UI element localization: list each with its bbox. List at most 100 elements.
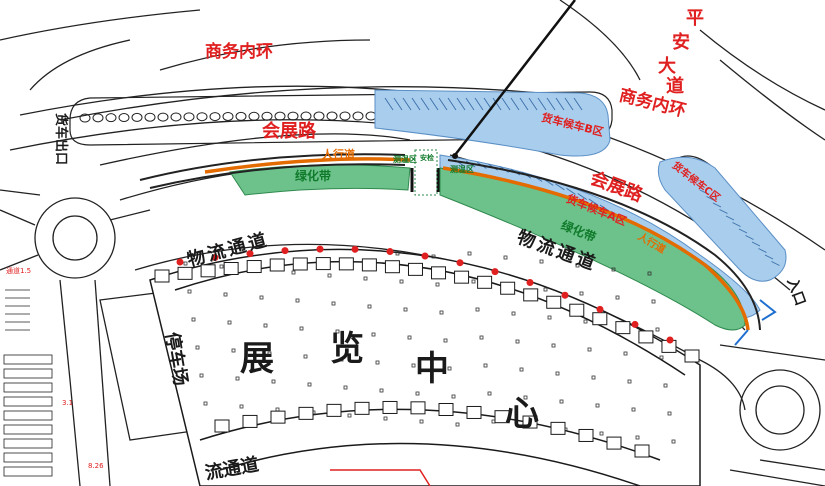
grid-mark bbox=[375, 360, 380, 365]
gate-bars bbox=[410, 168, 440, 192]
sidewalk-left-label: 人行道 bbox=[322, 147, 355, 161]
gate-marker bbox=[526, 279, 534, 287]
parking-spot bbox=[222, 111, 234, 121]
parking-row bbox=[3, 438, 53, 449]
parking-spot bbox=[261, 111, 273, 121]
green-belt-left-label: 绿化带 bbox=[295, 168, 331, 183]
parking-spot bbox=[287, 111, 299, 121]
grid-mark bbox=[339, 357, 344, 362]
grid-mark bbox=[411, 363, 416, 368]
sidewalk-lines bbox=[139, 153, 761, 331]
building-module bbox=[315, 257, 331, 271]
grid-mark bbox=[543, 287, 548, 292]
test-area-box bbox=[414, 149, 438, 196]
hatch-line bbox=[447, 97, 457, 111]
entry-arrows bbox=[734, 299, 777, 346]
parking-spot bbox=[183, 112, 195, 122]
grid-mark bbox=[371, 332, 376, 337]
gate-marker bbox=[281, 247, 289, 255]
grid-mark bbox=[551, 343, 556, 348]
building-module bbox=[684, 349, 700, 363]
hatch-line bbox=[510, 97, 520, 111]
hatch-line bbox=[474, 97, 484, 111]
grid-mark bbox=[327, 273, 332, 278]
grid-mark bbox=[227, 320, 232, 325]
parking-spot bbox=[300, 111, 312, 121]
grid-mark bbox=[363, 276, 368, 281]
grid-mark bbox=[519, 367, 524, 372]
grid-mark bbox=[347, 413, 352, 418]
building-module bbox=[466, 405, 482, 419]
gate-marker bbox=[456, 259, 464, 267]
parking-row bbox=[3, 424, 53, 435]
grid-mark bbox=[439, 310, 444, 315]
parking-spot bbox=[339, 111, 351, 121]
grid-mark bbox=[367, 304, 372, 309]
gate-marker bbox=[421, 252, 429, 260]
building-module bbox=[438, 402, 454, 416]
grid-mark bbox=[231, 348, 236, 353]
gate-marker bbox=[596, 305, 604, 313]
bottom-red-outline bbox=[330, 469, 431, 486]
building-module bbox=[615, 321, 631, 335]
grid-mark bbox=[503, 255, 508, 260]
grid-mark bbox=[663, 383, 668, 388]
hatch-line bbox=[402, 97, 412, 111]
parking-spot bbox=[248, 111, 260, 121]
grid-mark bbox=[335, 329, 340, 334]
parking-spot bbox=[274, 111, 286, 121]
building-module bbox=[477, 275, 493, 289]
grid-mark bbox=[583, 319, 588, 324]
gate-marker bbox=[351, 245, 359, 253]
building-module bbox=[638, 330, 654, 344]
grid-mark bbox=[407, 335, 412, 340]
hatch-line bbox=[555, 183, 565, 191]
gate-marker bbox=[631, 320, 639, 328]
parking-spot bbox=[326, 111, 338, 121]
grid-mark bbox=[487, 391, 492, 396]
grid-mark bbox=[451, 394, 456, 399]
gate-marker bbox=[316, 245, 324, 253]
hatch-line bbox=[712, 202, 722, 208]
building-module bbox=[270, 410, 286, 424]
parking-row bbox=[3, 466, 53, 477]
grid-mark bbox=[183, 261, 188, 266]
grid-mark bbox=[191, 317, 196, 322]
parking-spot bbox=[131, 112, 143, 122]
building-module bbox=[298, 406, 314, 420]
grid-mark bbox=[331, 301, 336, 306]
building-module bbox=[523, 288, 539, 302]
business-ring-left-label: 商务内环 bbox=[205, 41, 273, 62]
grid-mark bbox=[199, 373, 204, 378]
grid-mark bbox=[515, 339, 520, 344]
left-parking-rows bbox=[3, 289, 53, 477]
grid-mark bbox=[631, 407, 636, 412]
grid-mark bbox=[647, 271, 652, 276]
expo-road-left-label: 会展路 bbox=[262, 120, 317, 142]
parking-spot bbox=[79, 113, 91, 123]
building-module bbox=[569, 303, 585, 317]
grid-mark bbox=[383, 416, 388, 421]
building-module bbox=[214, 419, 230, 433]
building-module bbox=[223, 262, 239, 276]
pingan-avenue-2: 安 bbox=[672, 31, 690, 53]
building-module bbox=[200, 264, 216, 278]
building-module bbox=[634, 444, 650, 458]
building-module bbox=[246, 260, 262, 274]
truck-zone-c bbox=[657, 156, 787, 282]
building-module bbox=[242, 414, 258, 428]
grid-mark bbox=[539, 259, 544, 264]
parking-spot bbox=[209, 112, 221, 122]
hatch-line bbox=[528, 97, 538, 111]
parking-spot bbox=[313, 111, 325, 121]
hatch-line bbox=[492, 97, 502, 111]
grid-mark bbox=[611, 267, 616, 272]
grid-mark bbox=[267, 351, 272, 356]
grid-mark bbox=[447, 366, 452, 371]
hatch-line bbox=[577, 193, 587, 200]
pingan-avenue-4: 道 bbox=[666, 75, 684, 97]
parking-row bbox=[3, 354, 53, 365]
parking-spot bbox=[235, 111, 247, 121]
parking-row bbox=[3, 396, 53, 407]
